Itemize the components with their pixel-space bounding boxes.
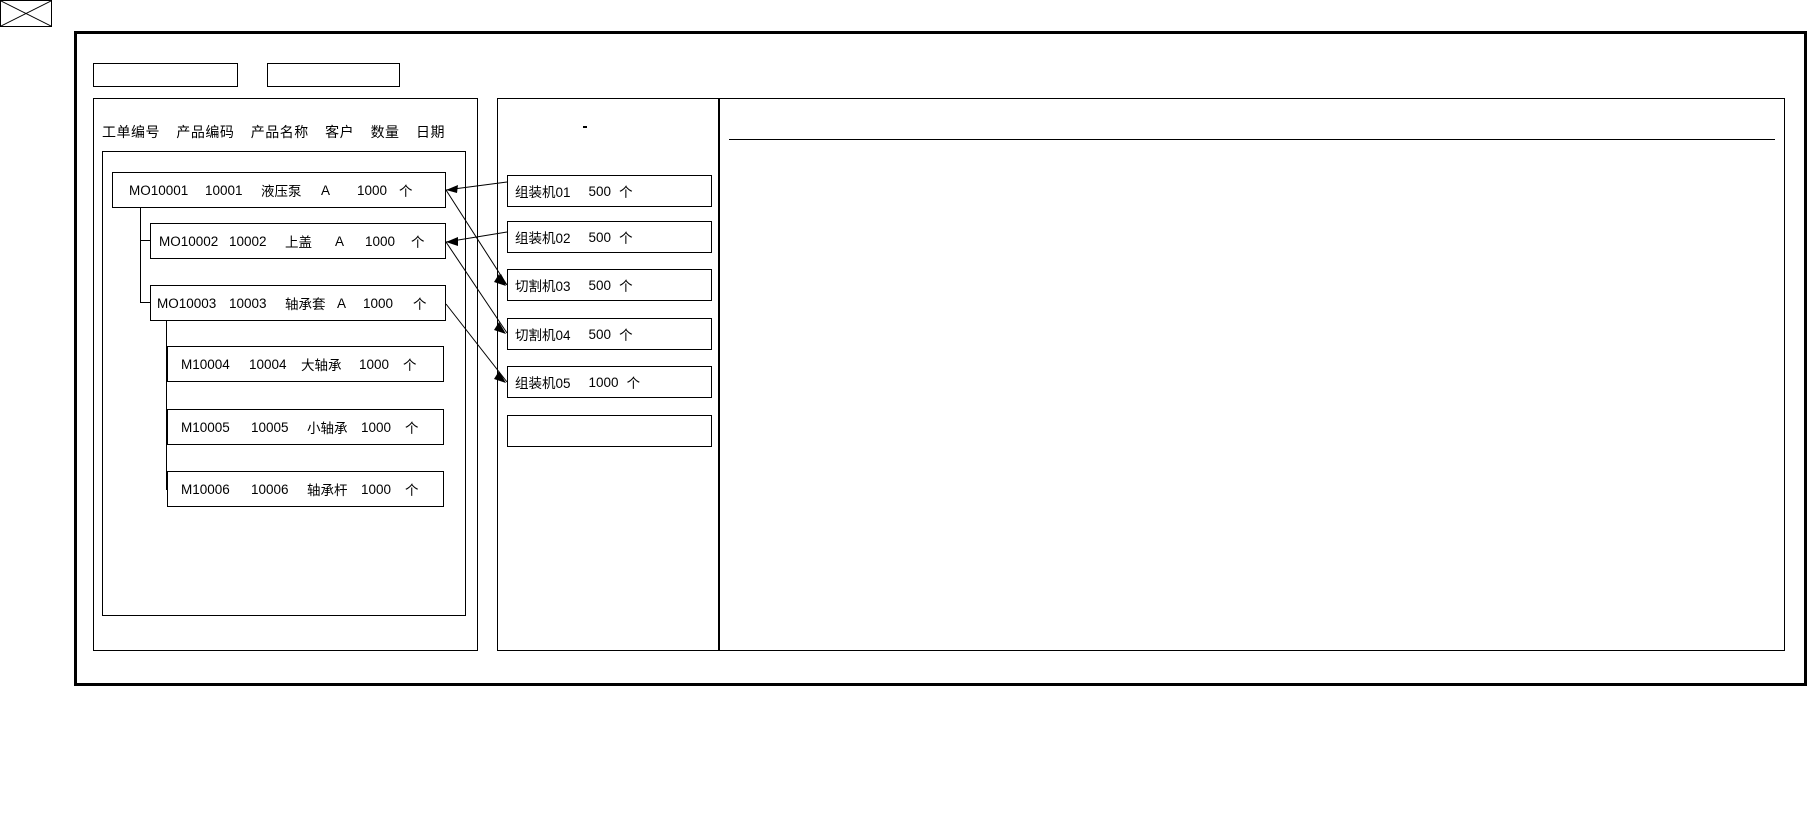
cell-product-name: 上盖 xyxy=(285,235,312,250)
work-order-tree-frame xyxy=(102,151,466,616)
tree-connector-spine-level1 xyxy=(140,202,141,302)
cell-product-name: 大轴承 xyxy=(301,358,342,373)
tree-connector-stub-mo10003 xyxy=(140,302,150,303)
machine-qty: 500 xyxy=(588,183,612,199)
machine-box[interactable]: 组装机05 1000 个 xyxy=(507,366,712,398)
tree-row[interactable]: M10005 10005 小轴承 1000 个 xyxy=(167,409,444,445)
cell-unit: 个 xyxy=(405,421,419,436)
cell-unit: 个 xyxy=(405,483,419,498)
machine-box[interactable]: 切割机04 500 个 xyxy=(507,318,712,350)
toolbar-input-1[interactable] xyxy=(93,63,238,87)
machine-box[interactable]: 组装机01 500 个 xyxy=(507,175,712,207)
detail-panel-header-divider xyxy=(729,139,1775,140)
cell-unit: 个 xyxy=(403,358,417,373)
cell-qty: 1000 xyxy=(363,295,394,311)
cell-order-no: M10004 xyxy=(181,356,230,372)
tree-row[interactable]: MO10001 10001 液压泵 A 1000 个 xyxy=(112,172,446,208)
cell-product-name: 液压泵 xyxy=(261,184,302,199)
machine-name: 组装机05 xyxy=(515,376,571,391)
machine-qty: 500 xyxy=(588,277,612,293)
machine-qty: 500 xyxy=(588,229,612,245)
cell-product-code: 10006 xyxy=(251,481,289,497)
cell-unit: 个 xyxy=(411,235,425,250)
cell-product-code: 10001 xyxy=(205,182,243,198)
machine-box[interactable]: 组装机02 500 个 xyxy=(507,221,712,253)
cell-product-name: 小轴承 xyxy=(307,421,348,436)
machine-unit: 个 xyxy=(619,231,633,246)
machine-box-empty[interactable] xyxy=(507,415,712,447)
tree-connector-spine-level2 xyxy=(166,320,167,490)
cell-product-code: 10004 xyxy=(249,356,287,372)
work-order-column-headers: 工单编号 产品编码 产品名称 客户 数量 日期 xyxy=(102,124,457,140)
machine-unit: 个 xyxy=(626,376,641,391)
machine-unit: 个 xyxy=(619,185,633,200)
cell-qty: 1000 xyxy=(357,182,388,198)
column-header-product-name: 产品名称 xyxy=(250,124,309,140)
machine-unit: 个 xyxy=(619,328,633,343)
cell-order-no: M10005 xyxy=(181,419,230,435)
column-header-product-code: 产品编码 xyxy=(176,124,235,140)
machine-qty: 500 xyxy=(588,326,612,342)
machine-name: 切割机04 xyxy=(515,328,571,343)
machine-unit: 个 xyxy=(619,279,633,294)
machine-box[interactable]: 切割机03 500 个 xyxy=(507,269,712,301)
detail-panel-header xyxy=(729,110,1775,139)
cell-product-name: 轴承套 xyxy=(285,297,326,312)
cell-customer: A xyxy=(335,233,345,249)
crossed-box-icon[interactable] xyxy=(0,0,52,27)
cell-order-no: MO10002 xyxy=(159,233,219,249)
cell-product-name: 轴承杆 xyxy=(307,483,348,498)
cell-product-code: 10005 xyxy=(251,419,289,435)
column-header-date: 日期 xyxy=(415,124,445,140)
cell-unit: 个 xyxy=(399,184,413,199)
mid-panel-marker xyxy=(583,126,587,128)
detail-panel xyxy=(719,98,1785,651)
cell-order-no: MO10001 xyxy=(129,182,189,198)
cell-order-no: MO10003 xyxy=(157,295,217,311)
tree-row[interactable]: MO10003 10003 轴承套 A 1000 个 xyxy=(150,285,446,321)
column-header-order-no: 工单编号 xyxy=(102,124,160,140)
cell-product-code: 10003 xyxy=(229,295,267,311)
cell-order-no: M10006 xyxy=(181,481,230,497)
tree-row[interactable]: M10006 10006 轴承杆 1000 个 xyxy=(167,471,444,507)
cell-unit: 个 xyxy=(413,297,427,312)
cell-qty: 1000 xyxy=(359,356,390,372)
tree-row[interactable]: MO10002 10002 上盖 A 1000 个 xyxy=(150,223,446,259)
machine-name: 切割机03 xyxy=(515,279,571,294)
cell-qty: 1000 xyxy=(365,233,396,249)
machine-name: 组装机01 xyxy=(515,185,571,200)
tree-connector-stub-mo10002 xyxy=(140,240,150,241)
machine-qty: 1000 xyxy=(588,374,619,390)
column-header-qty: 数量 xyxy=(370,124,400,140)
cell-customer: A xyxy=(337,295,347,311)
cell-product-code: 10002 xyxy=(229,233,267,249)
cell-qty: 1000 xyxy=(361,419,392,435)
cell-customer: A xyxy=(321,182,331,198)
tree-row[interactable]: M10004 10004 大轴承 1000 个 xyxy=(167,346,444,382)
column-header-customer: 客户 xyxy=(325,124,355,140)
machine-name: 组装机02 xyxy=(515,231,571,246)
cell-qty: 1000 xyxy=(361,481,392,497)
toolbar-input-2[interactable] xyxy=(267,63,400,87)
